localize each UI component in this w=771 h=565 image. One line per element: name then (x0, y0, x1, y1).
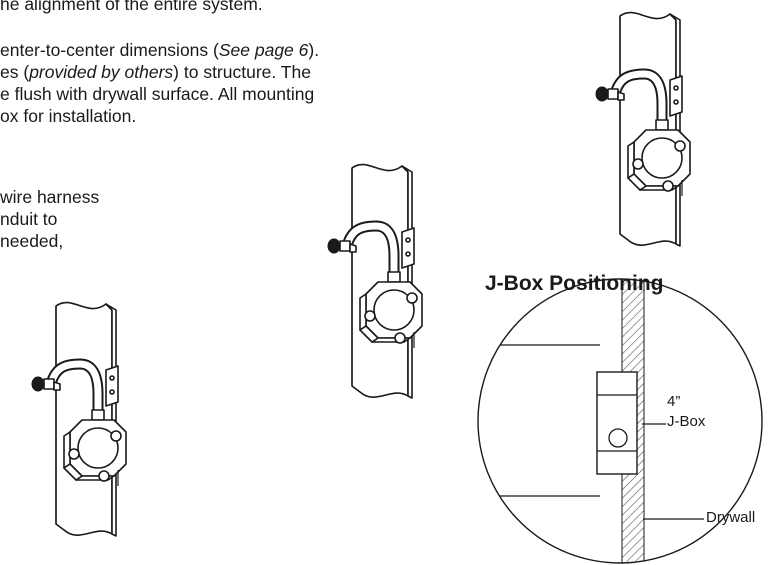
instruction-text-line: es (provided by others) to structure. Th… (0, 61, 311, 83)
text-segment: ) to structure. The (173, 62, 311, 82)
instruction-text-line: needed, (0, 231, 64, 251)
text-segment: ). (308, 40, 320, 60)
jbox-size-label: 4” (667, 393, 681, 410)
instruction-text-line: nduit to (0, 209, 58, 229)
instruction-text-line: he alignment of the entire system. (0, 0, 263, 14)
stud-jbox-illustration-top (596, 13, 690, 246)
jbox-label: J-Box (667, 413, 706, 430)
page-reference: See page 6 (218, 40, 309, 60)
drywall-label: Drywall (706, 509, 756, 526)
stud-jbox-illustration-bottom (32, 303, 126, 536)
stud-jbox-illustration-middle (328, 165, 422, 398)
italic-note: provided by others (29, 62, 174, 82)
instruction-text-line: e flush with drywall surface. All mounti… (0, 84, 315, 104)
instruction-text-line: ox for installation. (0, 106, 137, 126)
text-segment: es ( (0, 62, 30, 82)
instruction-text-line: wire harness (0, 187, 100, 207)
text-segment: enter-to-center dimensions ( (0, 40, 219, 60)
detail-heading: J-Box Positioning (485, 272, 664, 295)
instruction-text-line: enter-to-center dimensions (See page 6). (0, 39, 319, 61)
